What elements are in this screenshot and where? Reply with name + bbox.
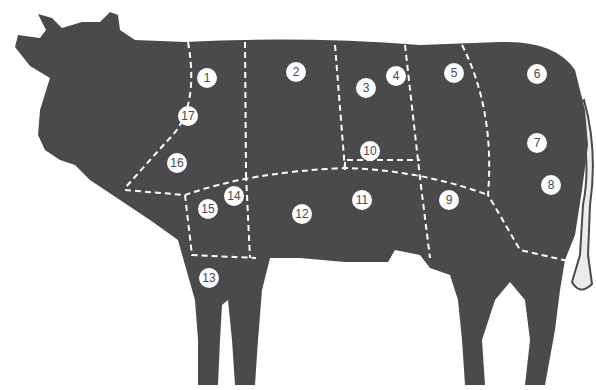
cut-lines (125, 42, 572, 262)
cut-line (405, 45, 430, 258)
callout-number: 11 (352, 190, 372, 210)
callout-number: 12 (292, 204, 312, 224)
callout-number: 9 (439, 190, 459, 210)
cut-line (335, 45, 345, 170)
callout-number: 3 (356, 78, 376, 98)
cut-line (185, 195, 256, 258)
callout-number: 13 (199, 268, 219, 288)
cut-line (462, 45, 572, 262)
callout-number: 17 (178, 106, 198, 126)
callout-number: 6 (527, 64, 547, 84)
callout-number: 14 (224, 186, 244, 206)
cut-line (345, 160, 420, 168)
callout-number: 2 (286, 62, 306, 82)
cut-line (245, 42, 246, 175)
callout-number: 1 (197, 68, 217, 88)
callout-number: 15 (198, 199, 218, 219)
callout-number: 4 (386, 66, 406, 86)
cow-silhouette (15, 12, 588, 385)
callout-number: 10 (360, 141, 380, 161)
callout-number: 7 (527, 133, 547, 153)
callout-number: 5 (444, 63, 464, 83)
callout-number: 8 (541, 175, 561, 195)
cut-line (246, 175, 250, 258)
callout-number: 16 (167, 153, 187, 173)
